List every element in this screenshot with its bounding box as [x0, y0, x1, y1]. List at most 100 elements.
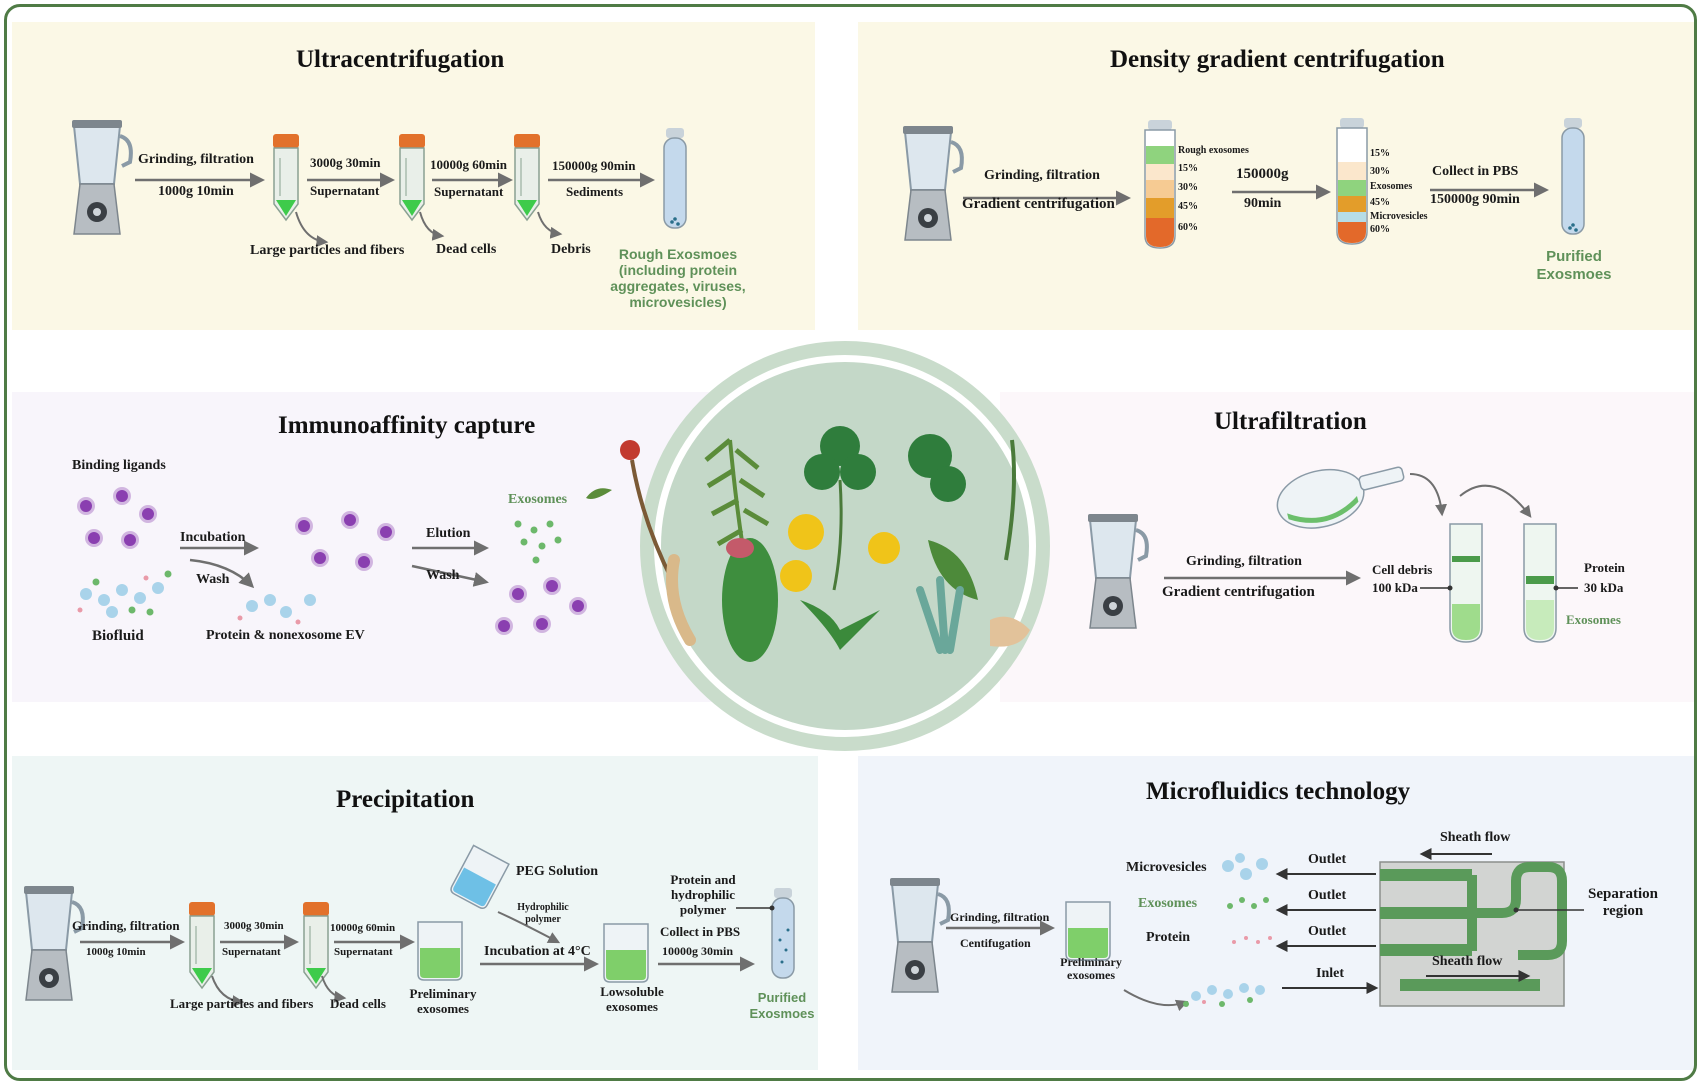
step-label: Supernatant [334, 946, 393, 958]
step-label: Wash [426, 568, 460, 583]
figure-border [4, 4, 1697, 1081]
test-tube-icon [663, 128, 687, 229]
step-label: Sediments [566, 184, 624, 199]
step-label: 3000g 30min [224, 920, 284, 932]
gradient-tube-icon [1144, 120, 1176, 249]
layer-label: 45% [1178, 201, 1198, 212]
layer-label: 30% [1370, 166, 1390, 177]
layer-label: Exosomes [1370, 181, 1413, 192]
result-label: Rough Exosmoes (including protein aggreg… [610, 246, 746, 310]
step-label: Supernatant [310, 183, 380, 198]
waste-label: Debris [551, 242, 591, 257]
microvesicles-label: Microvesicles [1126, 860, 1207, 875]
step-label: Wash [196, 572, 230, 587]
step-label: Grinding, filtration [950, 910, 1050, 924]
outlet-label: Outlet [1308, 924, 1347, 939]
outlet-label: Outlet [1308, 852, 1347, 867]
microvesicle-particles [1222, 853, 1268, 880]
exosomes-label: Exosomes [1138, 896, 1198, 911]
lowsoluble-label: Lowsoluble exosomes [600, 984, 664, 1014]
binding-ligands-cluster [77, 487, 157, 549]
preliminary-label: Preliminary exosomes [1060, 955, 1122, 982]
separation-region-label: Separation region [1587, 886, 1658, 919]
step-label: Grinding, filtration [1186, 554, 1302, 569]
panel-title: Density gradient centrifugation [1110, 46, 1445, 73]
protein-label: Protein [1146, 930, 1191, 945]
beaker-icon [450, 844, 510, 910]
protein-polymer-label: Protein and hydrophilic polymer [670, 872, 736, 917]
gradient-tube-icon [1336, 118, 1368, 245]
step-label: Grinding, filtration [138, 152, 254, 167]
exosome-particles [1227, 897, 1269, 909]
layer-label: 15% [1178, 163, 1198, 174]
filter-label: 30 kDa [1584, 580, 1624, 595]
outlet-label: Outlet [1308, 888, 1347, 903]
filter-label: Protein [1584, 560, 1625, 575]
step-label: Grinding, filtration [984, 168, 1100, 183]
test-tube-icon [1523, 523, 1557, 643]
step-label: 10000g 60min [430, 157, 507, 172]
step-label: 3000g 30min [310, 155, 381, 170]
inlet-particles [1183, 983, 1265, 1007]
step-label: Supernatant [434, 184, 504, 199]
sheath-flow-label: Sheath flow [1432, 954, 1503, 969]
test-tube-icon [1449, 523, 1483, 643]
panel-precipitation [12, 756, 818, 1070]
step-label: 1000g 10min [86, 946, 146, 958]
step-label: 150000g 90min [552, 158, 636, 173]
step-label: 150000g 90min [1430, 192, 1520, 207]
filter-label: 100 kDa [1372, 580, 1418, 595]
layer-label: 60% [1370, 224, 1390, 235]
step-label: Incubation at 4°C [484, 944, 591, 959]
protein-particles [1232, 936, 1272, 944]
step-label: Incubation [180, 530, 246, 545]
step-label: 10000g 30min [662, 944, 734, 958]
exosomes-label: Exosomes [508, 492, 568, 507]
biofluid-particles [77, 570, 172, 618]
waste-label: Large particles and fibers [250, 243, 405, 258]
panel-title: Ultracentrifugation [296, 46, 505, 73]
step-label: 150000g [1236, 166, 1289, 182]
protein-label: Protein & nonexosome EV [206, 628, 365, 643]
waste-label: Large particles and fibers [170, 996, 314, 1011]
step-label: 90min [1244, 196, 1282, 211]
panel-title: Immunoaffinity capture [278, 412, 536, 439]
layer-label: 45% [1370, 197, 1390, 208]
step-label: Gradient centrifugation [962, 196, 1115, 212]
waste-label: Dead cells [330, 996, 386, 1011]
panel-density-gradient [858, 22, 1694, 330]
panel-title: Precipitation [336, 786, 475, 813]
layer-label: Microvesicles [1370, 211, 1428, 222]
step-label: Gradient centrifugation [1162, 584, 1315, 600]
step-label: Collect in PBS [1432, 164, 1519, 179]
biofluid-label: Biofluid [92, 628, 144, 644]
layer-label: 15% [1370, 148, 1390, 159]
plant-illustration [586, 341, 1050, 751]
exosome-particles [514, 520, 562, 564]
preliminary-label: Preliminary exosomes [409, 986, 477, 1016]
protein-particles [237, 594, 316, 625]
result-label: Purified Exosmoes [749, 990, 815, 1021]
eluted-ligands [495, 577, 587, 635]
step-label: Centifugation [960, 936, 1031, 950]
microfluidic-chip-icon [1379, 861, 1567, 1007]
panel-immunoaffinity [12, 392, 712, 702]
sheath-flow-label: Sheath flow [1440, 830, 1511, 845]
layer-label: 60% [1178, 222, 1198, 233]
step-label: Collect in PBS [660, 924, 741, 939]
layer-label: Rough exosomes [1178, 145, 1249, 156]
layer-label: 30% [1178, 182, 1198, 193]
exosomes-label: Exosomes [1566, 612, 1621, 627]
step-label: Elution [426, 526, 471, 541]
ligand-label: Binding ligands [72, 458, 166, 473]
panel-title: Ultrafiltration [1214, 408, 1367, 435]
captured-complexes [295, 511, 395, 571]
filter-label: Cell debris [1372, 562, 1433, 577]
test-tube-icon [1561, 118, 1585, 235]
step-label: Supernatant [222, 946, 281, 958]
panel-title: Microfluidics technology [1146, 778, 1411, 805]
test-tube-icon [771, 888, 795, 979]
step-label: 1000g 10min [158, 184, 234, 199]
